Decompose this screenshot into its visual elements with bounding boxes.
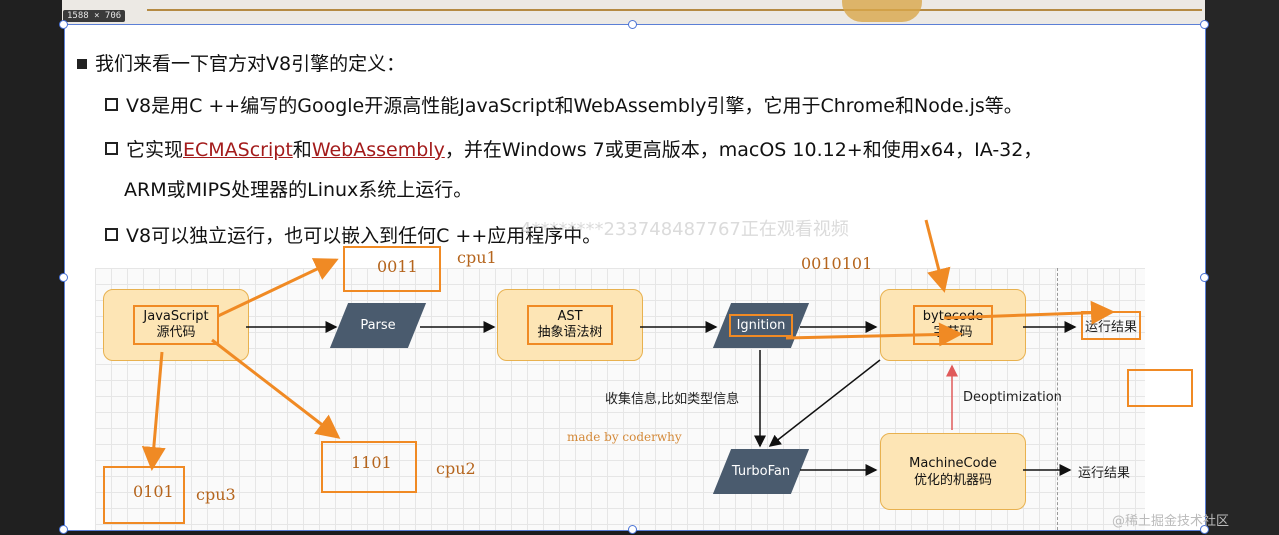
- divider: [147, 9, 1202, 11]
- annotation-cpu2: cpu2: [436, 459, 476, 478]
- turbofan-label: TurboFan: [731, 464, 791, 479]
- checkbox-bullet-icon: [105, 142, 118, 155]
- annotation-box-empty: [1127, 369, 1193, 407]
- resize-handle-se[interactable]: [1200, 525, 1209, 534]
- annotation-0010101: 0010101: [801, 254, 873, 273]
- resize-handle-e[interactable]: [1200, 273, 1209, 282]
- bytecode-line1: bytecode: [922, 309, 984, 324]
- bullet-text: ，并在Windows 7或更高版本，macOS 10.12+和使用x64，IA-…: [444, 139, 1043, 161]
- js-source-line1: JavaScript: [143, 309, 209, 324]
- dashed-separator: [1057, 268, 1058, 530]
- js-source-label: JavaScript 源代码: [133, 305, 219, 345]
- run-result-bottom: 运行结果: [1078, 466, 1131, 481]
- collect-info-label: 收集信息,比如类型信息: [605, 392, 740, 407]
- machine-code-line2: 优化的机器码: [913, 472, 992, 488]
- machine-code-node: MachineCode 优化的机器码: [880, 433, 1026, 510]
- slide-canvas[interactable]: 我们来看一下官方对V8引擎的定义： V8是用C ++编写的Google开源高性能…: [64, 24, 1206, 531]
- parse-label: Parse: [360, 318, 396, 333]
- heading-text: 我们来看一下官方对V8引擎的定义：: [95, 53, 406, 75]
- slide-heading: 我们来看一下官方对V8引擎的定义：: [77, 49, 405, 76]
- bullet-text: 它实现: [126, 139, 184, 161]
- checkbox-bullet-icon: [105, 228, 118, 241]
- deoptimization-label: Deoptimization: [963, 390, 1062, 405]
- bullet-text: 和: [292, 139, 312, 161]
- annotation-1101: 1101: [351, 453, 392, 472]
- resize-handle-nw[interactable]: [59, 20, 68, 29]
- annotation-box-1101: [321, 441, 417, 493]
- bullet-item: V8是用C ++编写的Google开源高性能JavaScript和WebAsse…: [105, 91, 1023, 118]
- ast-line1: AST: [557, 309, 583, 324]
- ast-line2: 抽象语法树: [537, 325, 603, 340]
- ecmascript-link[interactable]: ECMAScript: [183, 139, 293, 161]
- resize-handle-sw[interactable]: [59, 525, 68, 534]
- dimensions-badge: 1588 × 706: [63, 10, 126, 22]
- ignition-node: Ignition: [712, 303, 810, 348]
- logo-fragment: [842, 0, 922, 22]
- machine-code-line1: MachineCode: [909, 455, 997, 471]
- annotation-cpu3: cpu3: [196, 485, 236, 504]
- annotation-box-0011: [343, 246, 441, 292]
- ignition-label: Ignition: [728, 314, 794, 337]
- bytecode-label: bytecode 字节码: [912, 305, 994, 345]
- annotation-cpu1: cpu1: [457, 248, 497, 267]
- parse-node: Parse: [329, 303, 427, 348]
- v8-pipeline-diagram: JavaScript 源代码 Parse AST 抽象语法树 Ignition …: [95, 246, 1193, 530]
- js-source-line2: 源代码: [156, 325, 196, 340]
- bullet-item: V8可以独立运行，也可以嵌入到任何C ++应用程序中。: [105, 221, 601, 248]
- ast-label: AST 抽象语法树: [527, 305, 613, 345]
- made-by-label: made by coderwhy: [567, 430, 682, 444]
- resize-handle-n[interactable]: [628, 20, 637, 29]
- bullet-text: V8可以独立运行，也可以嵌入到任何C ++应用程序中。: [126, 225, 602, 247]
- js-source-node: JavaScript 源代码: [103, 289, 249, 361]
- machine-code-label: MachineCode 优化的机器码: [909, 455, 997, 489]
- editor-left-panel: [0, 0, 62, 535]
- checkbox-bullet-icon: [105, 98, 118, 111]
- site-watermark: @稀土掘金技术社区: [1112, 514, 1230, 529]
- resize-handle-ne[interactable]: [1200, 20, 1209, 29]
- run-result-top: 运行结果: [1081, 311, 1142, 340]
- resize-handle-w[interactable]: [59, 273, 68, 282]
- viewer-watermark: 4********233748487767正在观看视频: [520, 219, 849, 240]
- bytecode-line2: 字节码: [933, 325, 973, 340]
- annotation-0011: 0011: [377, 257, 418, 276]
- bullet-item: 它实现ECMAScript和WebAssembly，并在Windows 7或更高…: [105, 135, 1042, 162]
- bullet-text: V8是用C ++编写的Google开源高性能JavaScript和WebAsse…: [126, 95, 1023, 117]
- turbofan-node: TurboFan: [712, 449, 810, 494]
- webassembly-link[interactable]: WebAssembly: [311, 139, 445, 161]
- editor-right-panel: [1205, 0, 1279, 535]
- bullet-continuation: ARM或MIPS处理器的Linux系统上运行。: [124, 179, 473, 201]
- resize-handle-s[interactable]: [628, 525, 637, 534]
- ast-node: AST 抽象语法树: [497, 289, 643, 361]
- annotation-0101: 0101: [133, 482, 174, 501]
- bytecode-node: bytecode 字节码: [880, 289, 1026, 361]
- square-bullet-icon: [77, 59, 87, 69]
